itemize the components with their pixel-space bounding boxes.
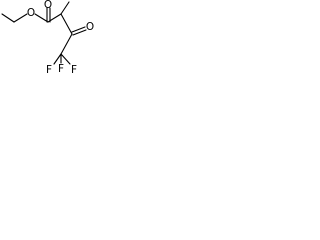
bond-ketone-c-double-o-a — [71, 26, 86, 33]
bond-ketone-c-cf3-c — [60, 33, 73, 55]
bond-o-ester-carbon — [34, 13, 49, 23]
bond-alpha-c-ketone-c — [60, 13, 73, 35]
bond-ethyl-ch3-ch2 — [1, 13, 15, 23]
bond-alpha-c-methyl — [60, 1, 70, 15]
bond-ketone-c-double-o-b — [72, 29, 87, 36]
atom-o-ether: O — [27, 7, 35, 19]
atom-f-right: F — [71, 64, 77, 76]
bond-ester-c-alpha-c — [47, 13, 62, 23]
atom-o-ketone: O — [86, 21, 94, 33]
bond-cf3-f-right — [60, 53, 71, 65]
bond-cf3-f-left — [53, 53, 62, 65]
bond-ethyl-ch2-o — [13, 13, 28, 23]
atom-f-top: F — [58, 63, 64, 75]
chemical-structure: O O O F F F — [1, 0, 94, 76]
atom-o-carbonyl-ester: O — [44, 0, 52, 11]
atom-f-left: F — [46, 64, 52, 76]
